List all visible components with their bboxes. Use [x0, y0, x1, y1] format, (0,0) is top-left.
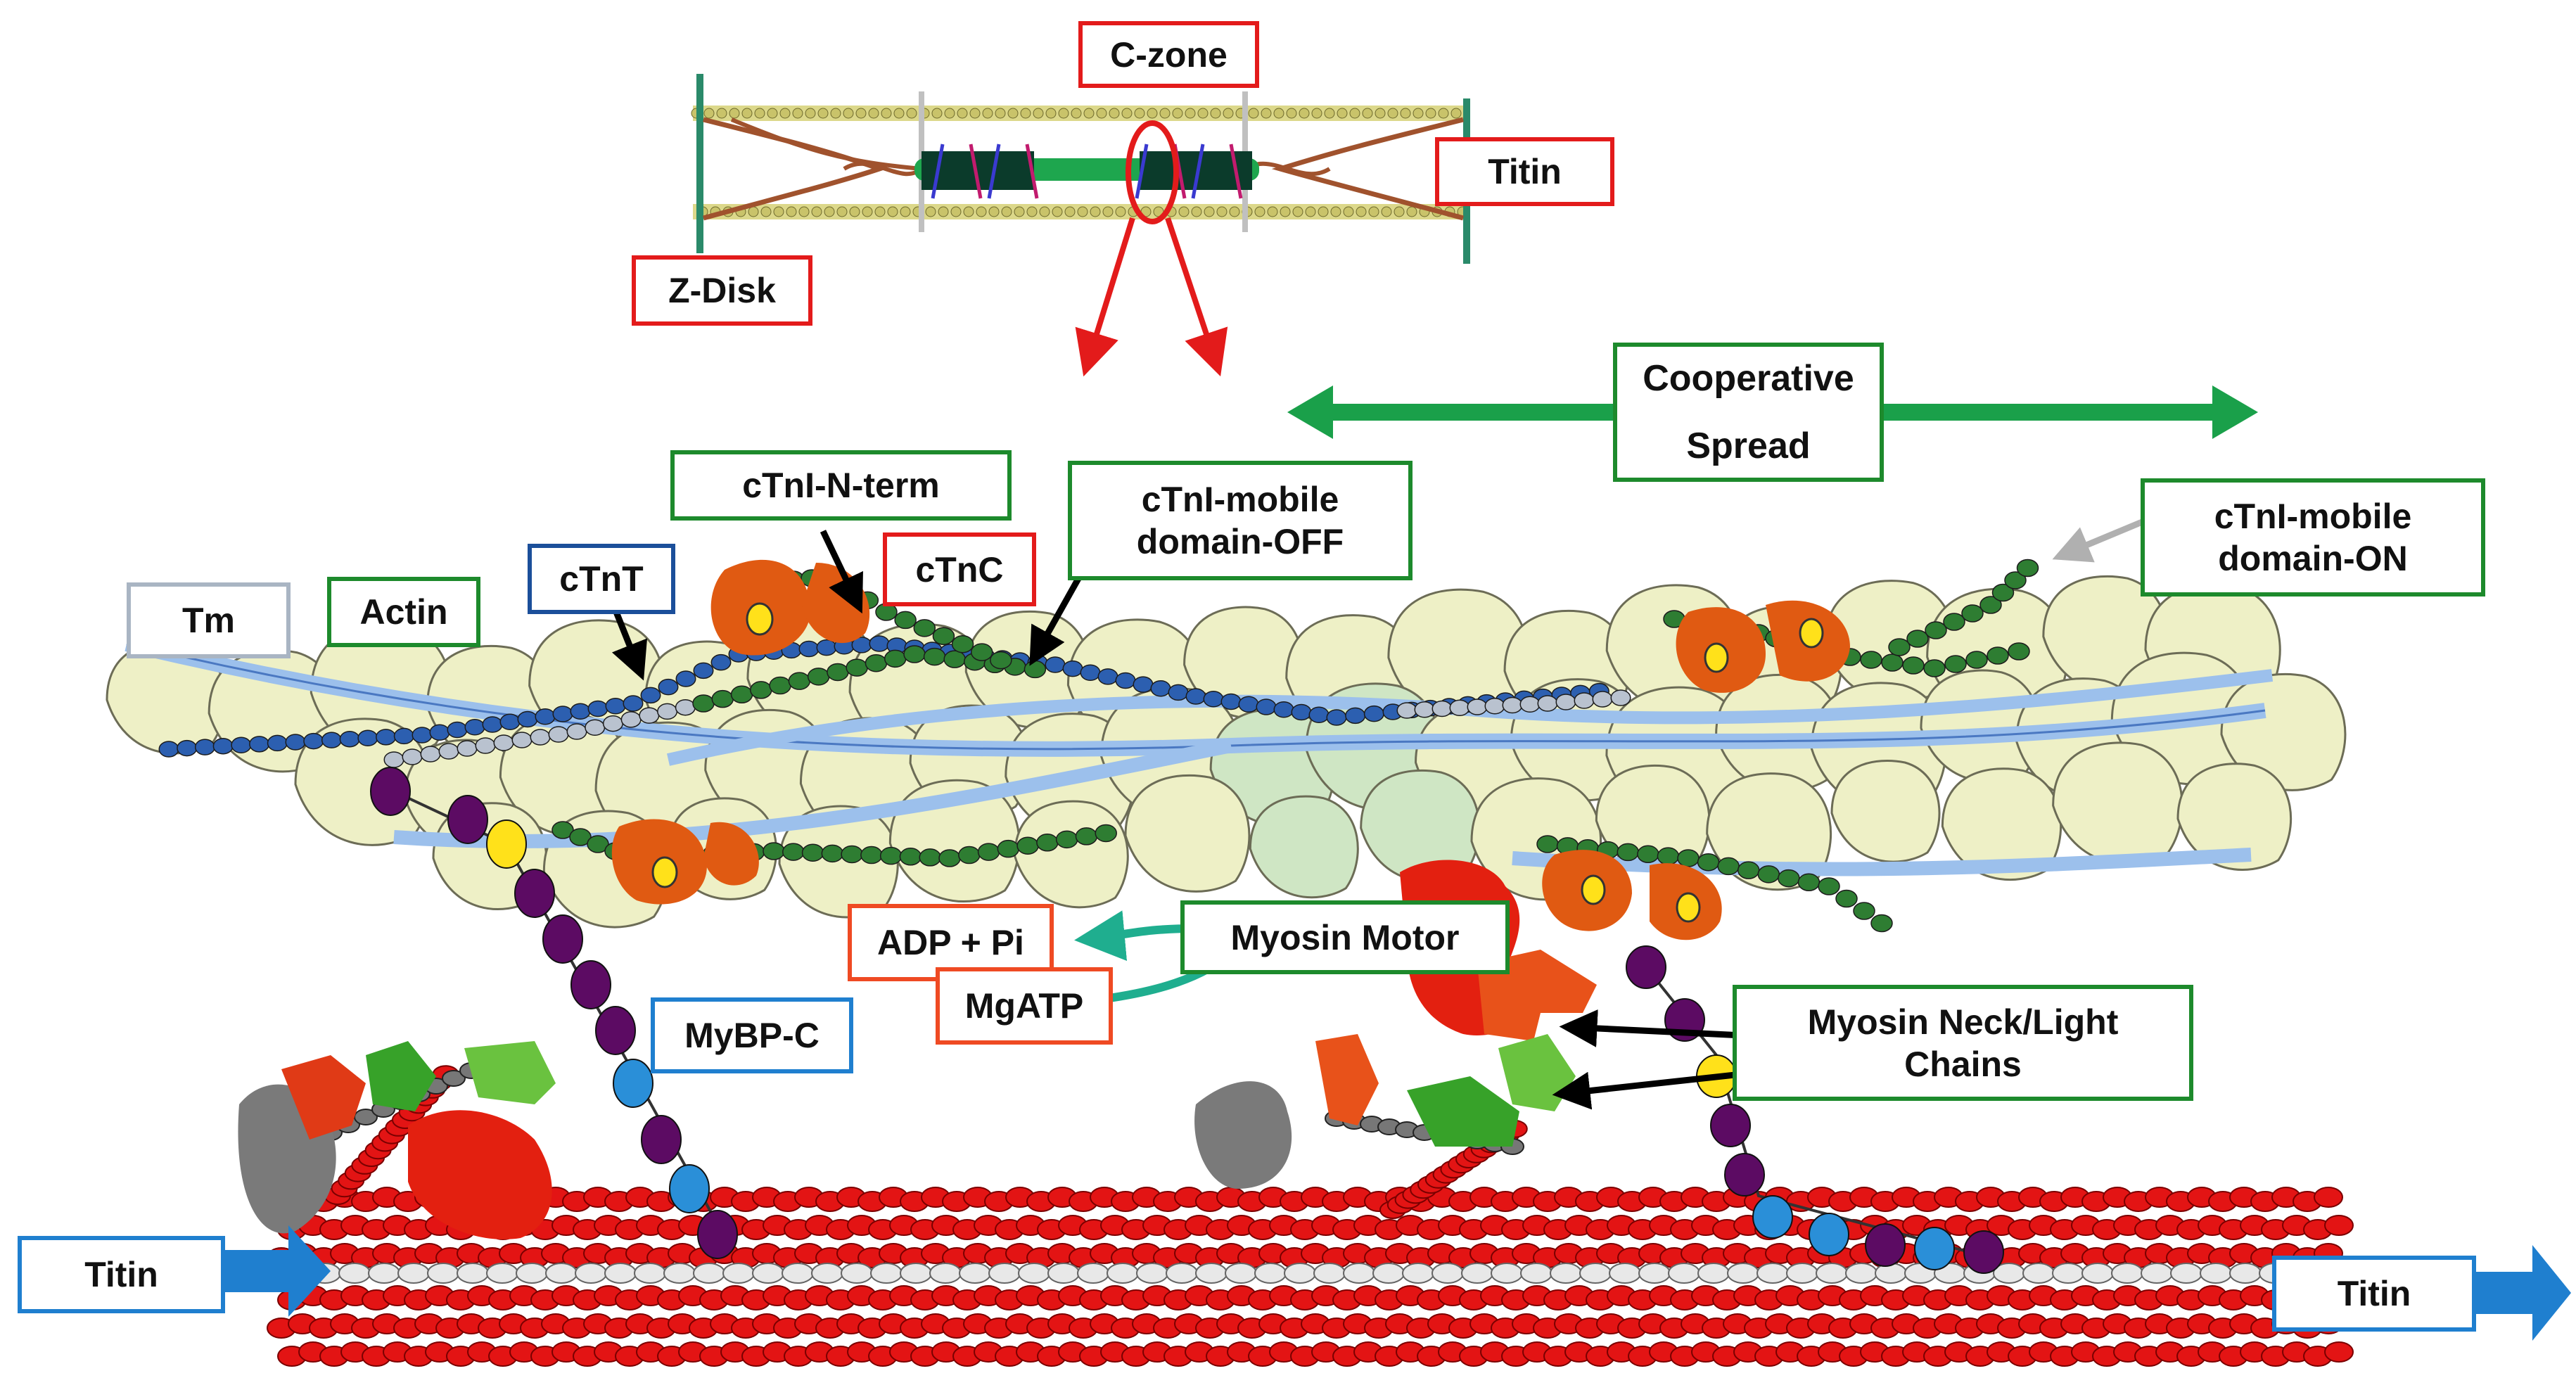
- label-ctnt: cTnT: [528, 544, 675, 614]
- label-c-zone: C-zone: [1078, 21, 1259, 88]
- label-titin-top: Titin: [1435, 137, 1614, 206]
- label-ctni-n-term: cTnI-N-term: [670, 450, 1012, 521]
- label-ctni-mobile-domain-off: cTnI-mobile domain-OFF: [1068, 461, 1413, 580]
- thick-filament: [267, 1047, 2354, 1367]
- label-myosin-motor: Myosin Motor: [1180, 900, 1510, 974]
- label-myosin-neck-light-chains: Myosin Neck/Light Chains: [1733, 985, 2193, 1101]
- label-z-disk: Z-Disk: [632, 255, 812, 326]
- titin-arrow-right: [2462, 1245, 2571, 1341]
- mybp-c-chains: [370, 767, 2004, 1274]
- label-titin-right: Titin: [2272, 1256, 2476, 1332]
- label-tm: Tm: [127, 582, 291, 658]
- sarcomere-inset: [691, 74, 1470, 377]
- titin-arrow-left: [211, 1225, 331, 1317]
- label-actin: Actin: [327, 577, 480, 647]
- troponin-bead-chains: [158, 559, 2039, 933]
- label-mybp-c: MyBP-C: [651, 997, 853, 1073]
- label-titin-left: Titin: [18, 1236, 225, 1313]
- label-ctnc: cTnC: [883, 532, 1036, 606]
- label-mgatp: MgATP: [936, 967, 1113, 1045]
- label-adp-pi: ADP + Pi: [848, 904, 1054, 981]
- label-cooperative-spread: Cooperative Spread: [1613, 343, 1884, 482]
- label-ctni-mobile-domain-on: cTnI-mobile domain-ON: [2141, 478, 2485, 597]
